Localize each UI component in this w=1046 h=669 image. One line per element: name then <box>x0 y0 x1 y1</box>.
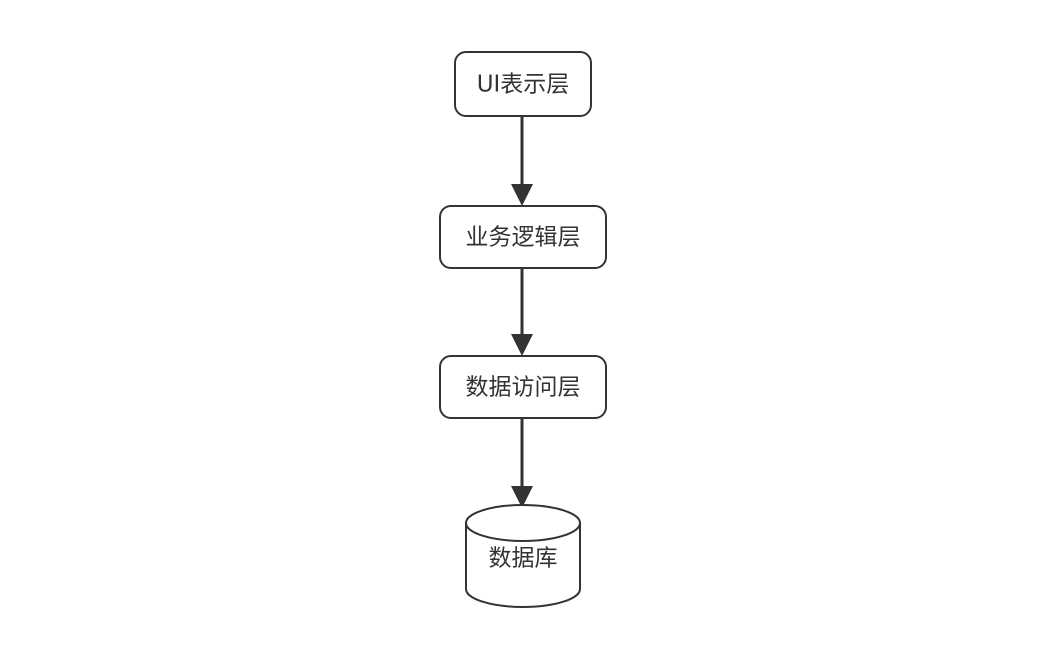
node-shape-rounded-rect[interactable] <box>454 51 592 117</box>
node-data-access-layer[interactable]: 数据访问层 <box>439 355 607 419</box>
edge-ui-to-business <box>511 116 533 206</box>
node-label-business: 业务逻辑层 <box>466 225 581 251</box>
node-label-database: 数据库 <box>489 546 558 572</box>
cylinder-top-ellipse[interactable] <box>465 504 581 542</box>
node-shape-rounded-rect[interactable] <box>439 355 607 419</box>
node-business-logic-layer[interactable]: 业务逻辑层 <box>439 205 607 269</box>
node-label-data-access: 数据访问层 <box>466 375 581 401</box>
node-shape-rounded-rect[interactable] <box>439 205 607 269</box>
node-ui-presentation-layer[interactable]: UI表示层 <box>454 51 592 117</box>
arrowhead-icon <box>511 486 533 508</box>
node-database[interactable]: 数据库 <box>465 504 581 608</box>
arrowhead-icon <box>511 334 533 356</box>
node-label-ui: UI表示层 <box>477 72 570 98</box>
edge-business-to-data-access <box>511 268 533 356</box>
edge-data-access-to-database <box>511 418 533 508</box>
cylinder-body[interactable] <box>465 523 581 608</box>
arrowhead-icon <box>511 184 533 206</box>
